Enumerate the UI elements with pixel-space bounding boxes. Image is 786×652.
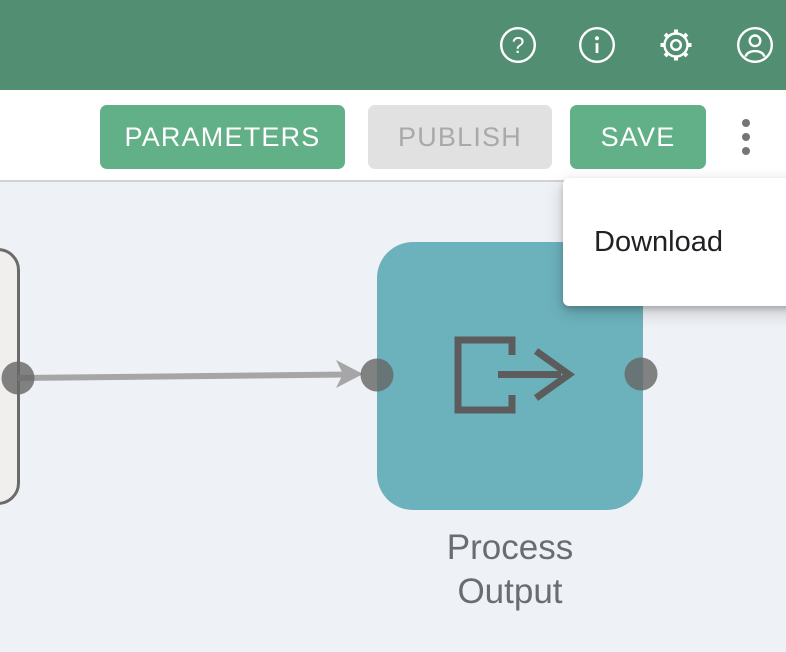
svg-text:?: ? [512, 32, 525, 58]
help-icon[interactable]: ? [499, 26, 537, 64]
export-icon [454, 336, 576, 414]
header-icon-bar: ? [499, 26, 774, 64]
node-label: Process Output [446, 528, 574, 611]
info-icon[interactable] [578, 26, 616, 64]
account-icon[interactable] [736, 26, 774, 64]
publish-button[interactable]: PUBLISH [368, 105, 552, 169]
connection-edge [17, 371, 349, 381]
more-vert-icon[interactable] [731, 105, 761, 169]
kebab-dot [742, 119, 750, 127]
kebab-dot [742, 133, 750, 141]
app-header: ? [0, 0, 786, 90]
upstream-node[interactable] [0, 248, 20, 505]
edge-arrowhead [336, 360, 363, 388]
action-toolbar: PARAMETERS PUBLISH SAVE [0, 90, 786, 182]
more-dropdown-menu: Download [563, 178, 786, 306]
kebab-dot [742, 147, 750, 155]
menu-item-download[interactable]: Download [594, 225, 723, 258]
save-button[interactable]: SAVE [570, 105, 706, 169]
parameters-button[interactable]: PARAMETERS [100, 105, 345, 169]
settings-icon[interactable] [657, 26, 695, 64]
